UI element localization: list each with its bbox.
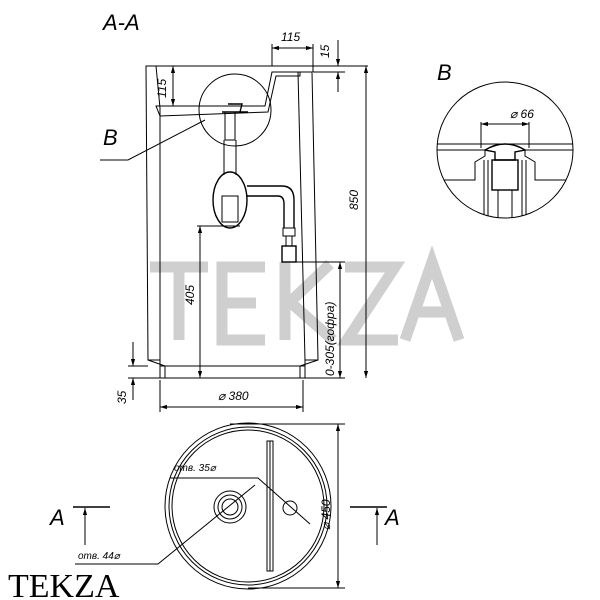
detail-b-view: B ⌀ 66 — [436, 60, 574, 219]
dim-15-label: 15 — [318, 44, 332, 58]
dim-35-label: 35 — [115, 390, 129, 404]
section-view: A-A B 115 15 115 — [100, 10, 369, 412]
hole-44-label: отв. 44⌀ — [78, 551, 121, 562]
leader-44 — [75, 484, 256, 565]
detail-leader — [100, 119, 206, 161]
dim-850-label: 850 — [347, 190, 361, 210]
dim-405-label: 405 — [183, 285, 197, 305]
section-title: A-A — [101, 10, 140, 35]
plinth-left — [147, 359, 166, 379]
dim-hose-label: 0-305(гофра) — [323, 301, 337, 376]
dim-380-label: ⌀ 380 — [218, 389, 249, 403]
section-mark-left: A — [48, 505, 65, 530]
dim-115-left-label: 115 — [155, 79, 169, 98]
tap-hole — [282, 500, 298, 516]
plan-view: отв. 35⌀ отв. 44⌀ ⌀ 450 A A — [48, 422, 400, 590]
dim-450-label: ⌀ 450 — [319, 499, 333, 530]
dim-115-top-label: 115 — [281, 30, 300, 44]
basin-shell — [155, 71, 301, 117]
plinth-right — [299, 359, 319, 379]
leader-35 — [170, 477, 311, 525]
detail-b-circle — [198, 73, 272, 147]
detail-circle — [436, 81, 574, 219]
logo: TEKZA — [8, 568, 120, 600]
hole-35-label: отв. 35⌀ — [174, 463, 217, 474]
detail-callout-label: B — [103, 125, 118, 150]
drain-hole — [213, 490, 247, 524]
dim-66-label: ⌀ 66 — [510, 107, 534, 121]
siphon — [212, 103, 297, 263]
section-mark-right: A — [383, 505, 400, 530]
detail-title: B — [437, 60, 452, 85]
